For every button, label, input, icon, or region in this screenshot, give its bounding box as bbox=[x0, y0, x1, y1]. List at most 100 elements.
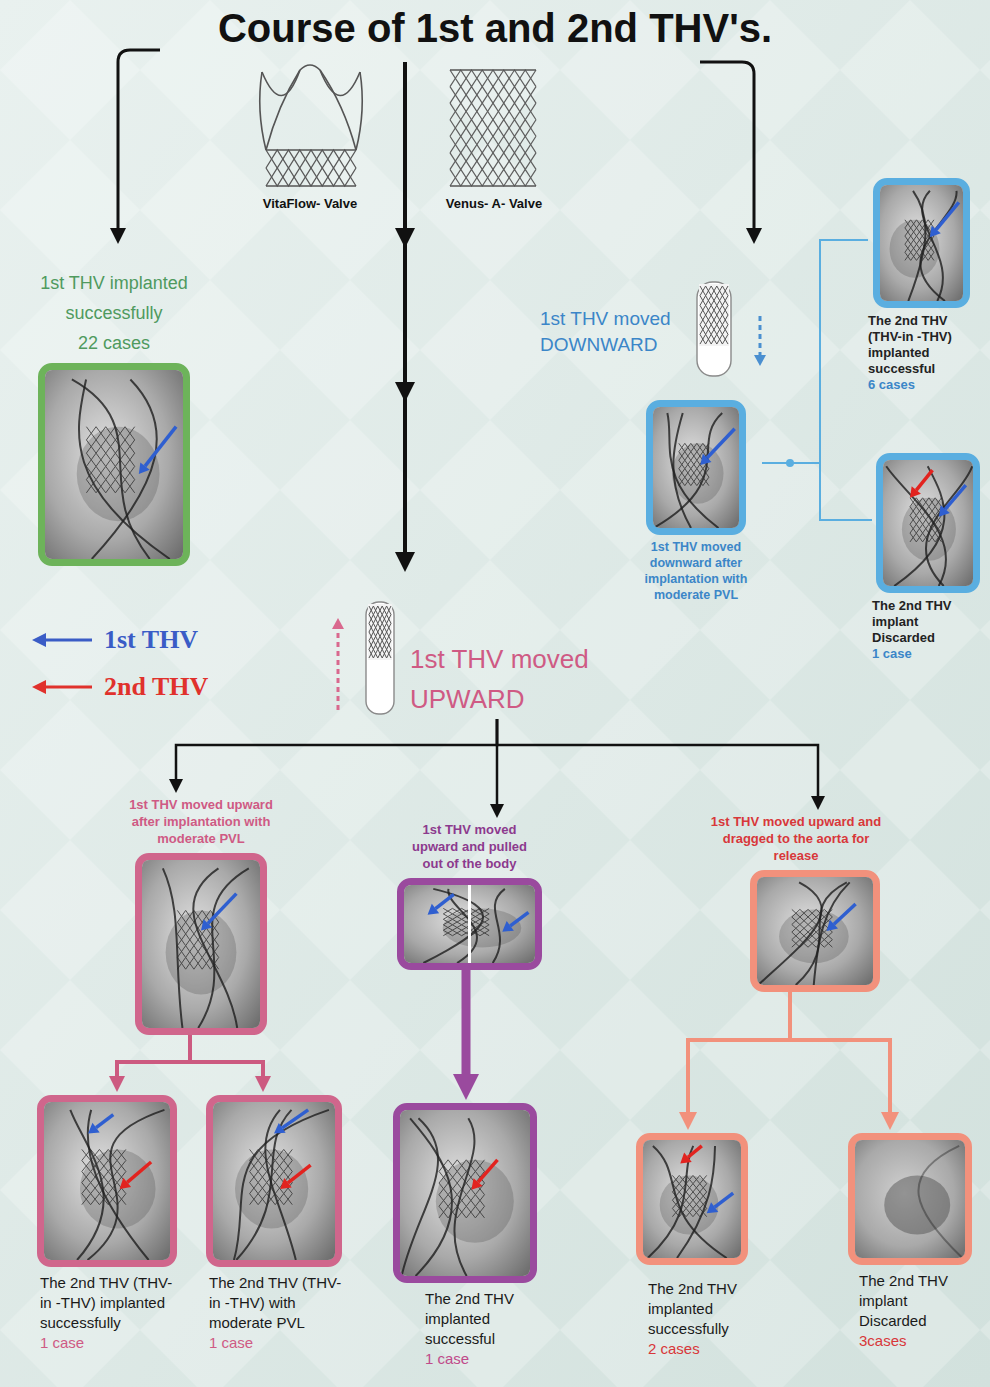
mesh-line bbox=[700, 286, 728, 296]
case-count: 1 case bbox=[393, 1349, 537, 1369]
mesh-line bbox=[672, 1175, 706, 1183]
pointer-arrow bbox=[707, 429, 735, 458]
arrow-head bbox=[395, 382, 415, 402]
mesh-line bbox=[450, 70, 536, 87]
catheter-wire bbox=[648, 1146, 693, 1258]
mesh-line bbox=[672, 1192, 706, 1200]
xray-ground bbox=[653, 407, 739, 528]
xray-ground bbox=[883, 460, 973, 586]
outcome-box: The 2nd THV implanted successful1 case bbox=[393, 1100, 537, 1369]
mesh-line bbox=[450, 136, 536, 153]
mesh-line bbox=[700, 315, 728, 325]
stent-sheath bbox=[366, 602, 394, 714]
xray-image bbox=[38, 363, 190, 566]
mesh-line bbox=[700, 334, 728, 344]
mesh-line bbox=[177, 934, 218, 946]
mesh-line bbox=[177, 946, 218, 958]
xray-picture bbox=[643, 1140, 741, 1258]
branch-arrows bbox=[110, 50, 794, 572]
xray-picture bbox=[653, 407, 739, 528]
mesh-line bbox=[266, 150, 356, 168]
mesh-line bbox=[369, 623, 391, 632]
xray-picture bbox=[880, 185, 963, 301]
catheter-wire bbox=[814, 882, 850, 985]
stent-shadow bbox=[443, 908, 489, 935]
mesh-line bbox=[792, 909, 833, 917]
pointer-arrow bbox=[945, 485, 965, 509]
xray-picture bbox=[883, 460, 973, 586]
connector bbox=[762, 240, 868, 463]
pointer-arrow bbox=[145, 427, 176, 466]
pointer-arrow bbox=[127, 1162, 151, 1182]
node-caption: The 2nd THV implant Discarded bbox=[872, 598, 984, 646]
arrow-head bbox=[88, 1123, 100, 1134]
mesh-line bbox=[910, 533, 942, 542]
legend-arrow bbox=[30, 675, 96, 699]
xray-image bbox=[135, 853, 267, 1035]
direction-arrow bbox=[337, 628, 340, 710]
case-box: 1st THV moved downward after implantatio… bbox=[630, 397, 762, 603]
catheter-wire bbox=[265, 1110, 296, 1260]
catheter-wire bbox=[886, 466, 946, 586]
mesh-line bbox=[910, 515, 942, 524]
mesh-line bbox=[792, 932, 833, 940]
mesh-line bbox=[266, 168, 356, 186]
valve-strut bbox=[320, 70, 360, 96]
xray-ground bbox=[757, 877, 873, 985]
mesh-line bbox=[439, 1160, 485, 1172]
catheter-wire bbox=[654, 413, 723, 528]
xray-shadow bbox=[235, 1149, 308, 1228]
part-label: VitaFlow- Valve bbox=[250, 196, 370, 211]
xray-shadow bbox=[884, 1175, 950, 1234]
mesh-line bbox=[86, 480, 134, 493]
mesh-line bbox=[450, 103, 536, 120]
connector bbox=[176, 719, 497, 783]
node-caption: The 2nd THV implanted successful bbox=[393, 1289, 537, 1349]
outcome-box: The 2nd THV implanted successfully2 case… bbox=[636, 1130, 748, 1359]
mesh-line bbox=[439, 1195, 485, 1207]
mesh-line bbox=[443, 914, 489, 919]
mesh-line bbox=[82, 1194, 126, 1205]
stent-shadow bbox=[250, 1149, 293, 1204]
mesh-line bbox=[672, 1200, 706, 1208]
xray-ground bbox=[643, 1140, 741, 1258]
xray-picture bbox=[213, 1102, 335, 1260]
direction-arrow bbox=[759, 316, 762, 356]
mesh-line bbox=[250, 1160, 293, 1171]
catheter-wire bbox=[918, 1146, 962, 1258]
xray-picture bbox=[404, 885, 535, 963]
vitaflow-valve-picture bbox=[260, 65, 363, 186]
mesh-line bbox=[439, 1160, 485, 1172]
mesh-line bbox=[86, 440, 134, 453]
mesh-line bbox=[450, 103, 536, 120]
mesh-line bbox=[250, 1149, 293, 1160]
mesh-line bbox=[177, 922, 218, 934]
mesh-line bbox=[910, 515, 942, 524]
stent-shadow bbox=[679, 443, 709, 485]
arrow-head bbox=[32, 633, 46, 647]
mesh-line bbox=[905, 220, 934, 228]
mesh-line bbox=[672, 1175, 706, 1183]
arrow-head bbox=[502, 921, 514, 932]
mesh-line bbox=[439, 1195, 485, 1207]
mesh-line bbox=[700, 305, 728, 315]
mesh-line bbox=[82, 1194, 126, 1205]
mesh-line bbox=[672, 1200, 706, 1208]
mesh-line bbox=[443, 925, 489, 930]
mesh-line bbox=[443, 919, 489, 924]
xray-image bbox=[37, 1095, 177, 1267]
mesh-line bbox=[450, 70, 536, 87]
xray-image bbox=[848, 1133, 972, 1265]
mesh-line bbox=[679, 477, 709, 485]
arrow-head bbox=[428, 904, 440, 915]
mesh-line bbox=[86, 466, 134, 479]
arrow-head bbox=[939, 505, 950, 516]
mesh-line bbox=[439, 1206, 485, 1218]
mesh-line bbox=[86, 427, 134, 440]
stent-shadow bbox=[672, 1175, 706, 1216]
mesh-line bbox=[443, 930, 489, 935]
connector bbox=[117, 1035, 190, 1081]
mesh-line bbox=[910, 507, 942, 516]
mesh-line bbox=[450, 153, 536, 170]
xray-ground bbox=[142, 860, 260, 1028]
